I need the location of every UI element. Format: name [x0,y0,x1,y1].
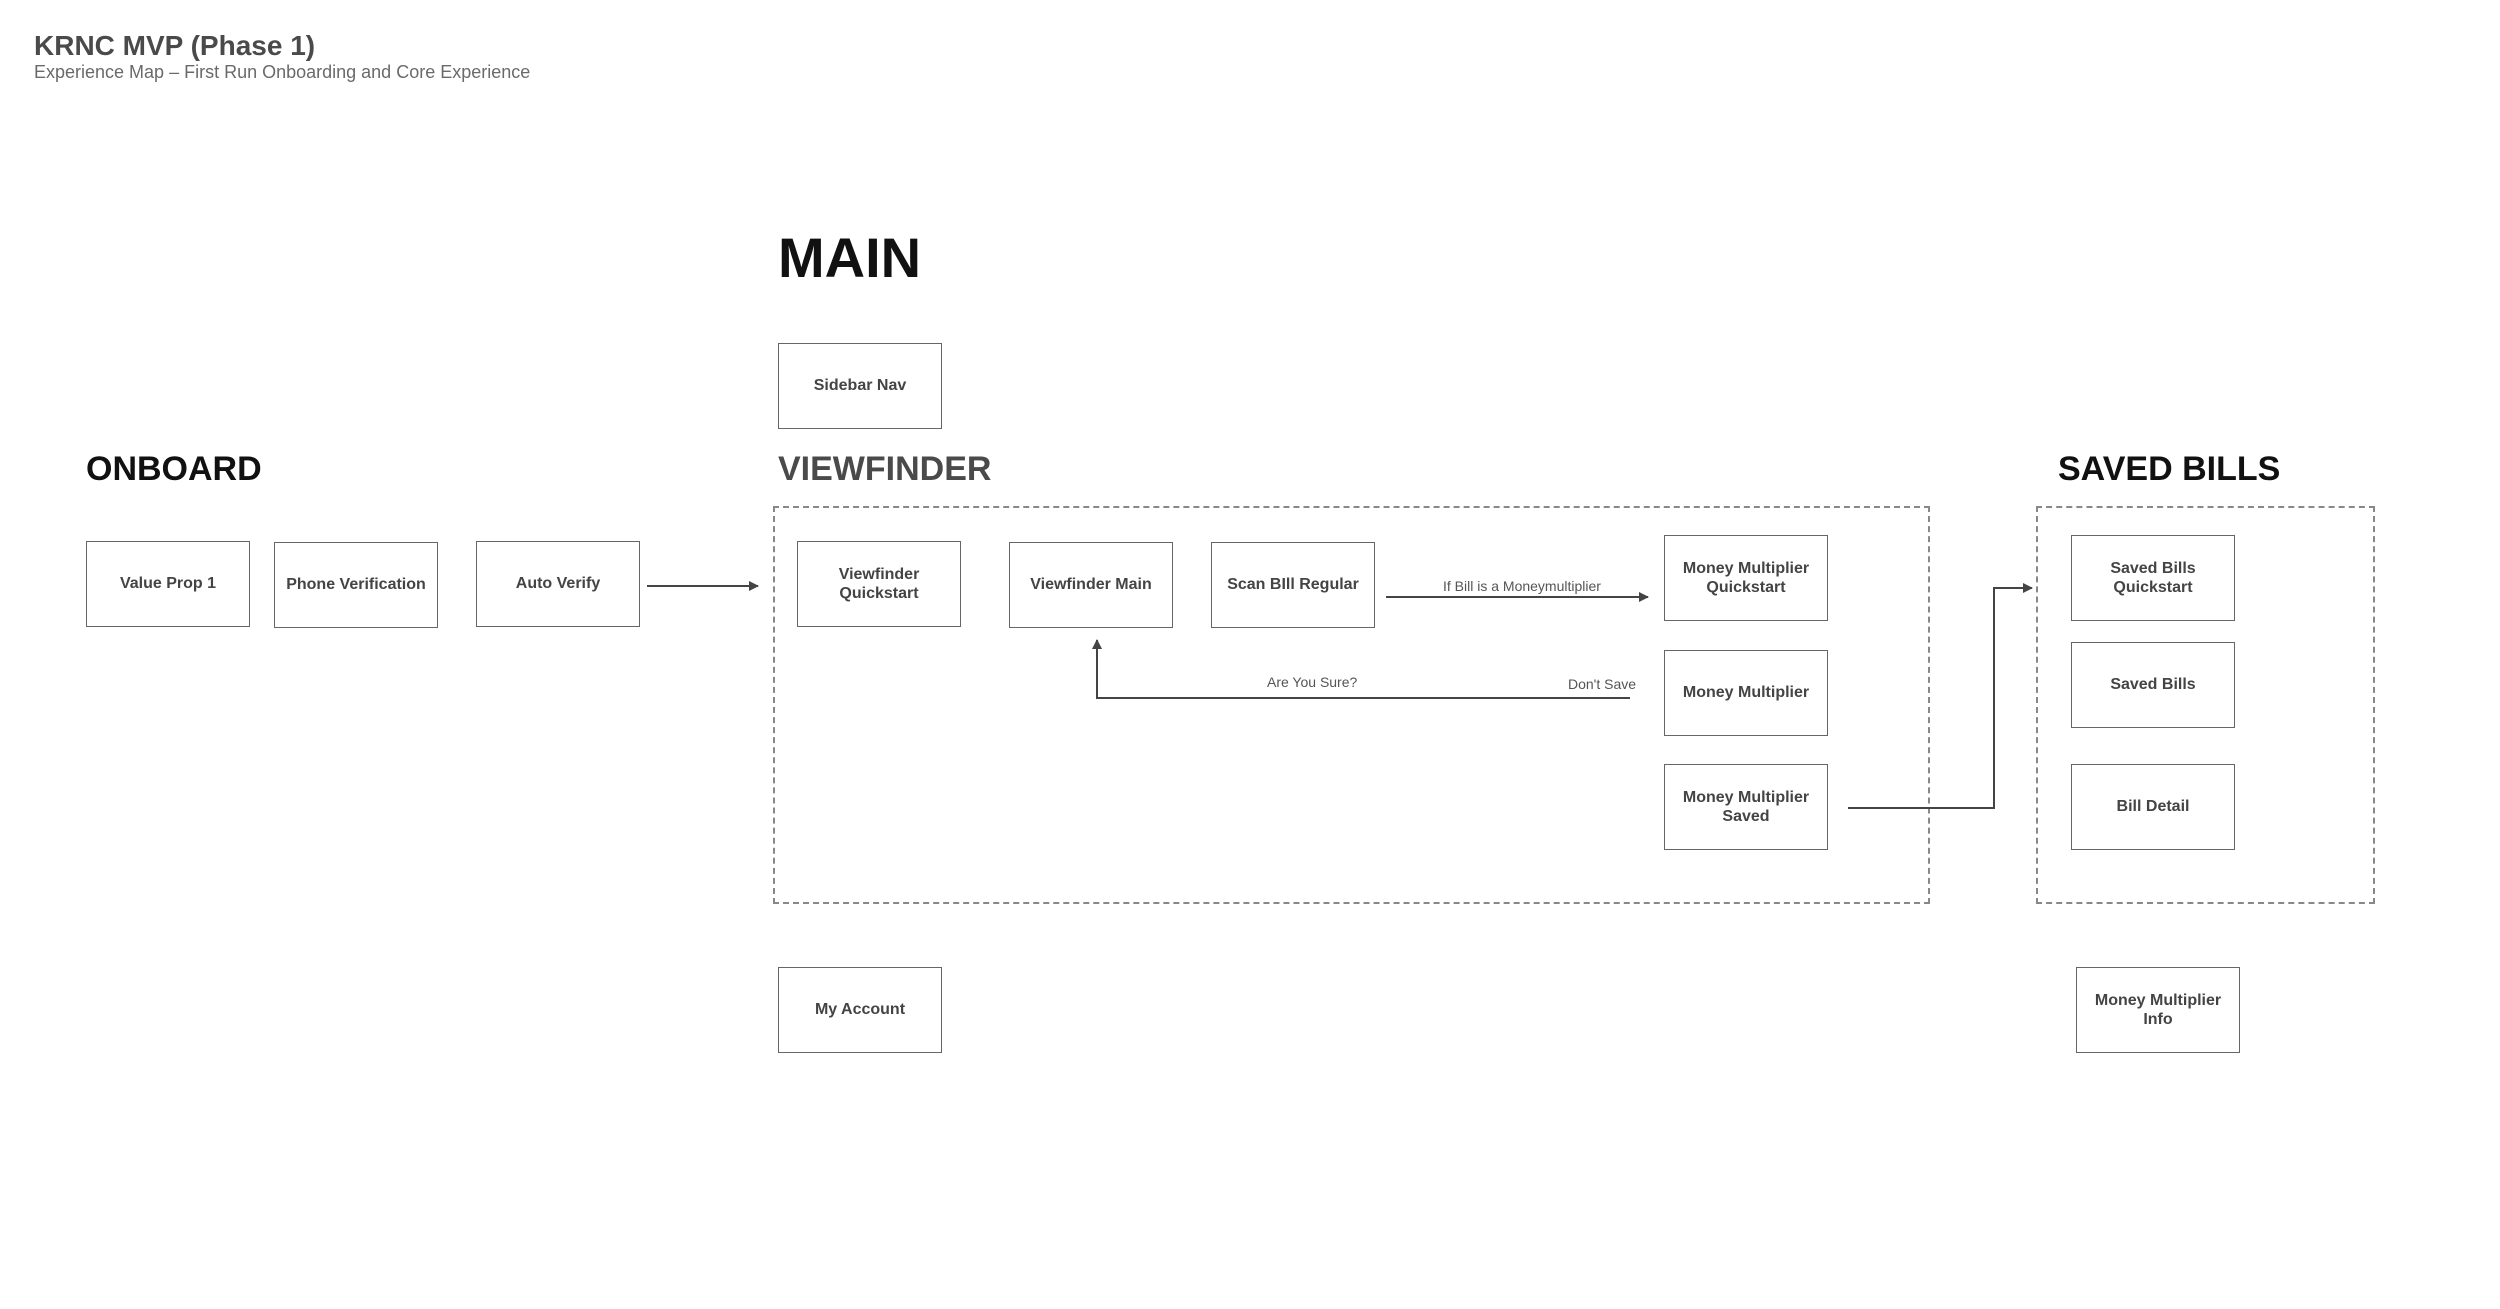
edge-saved-to-saved-bills [1848,583,2033,809]
section-heading-viewfinder: VIEWFINDER [778,450,992,488]
node-saved-bills-quickstart[interactable]: Saved Bills Quickstart [2071,535,2235,621]
node-money-multiplier-info[interactable]: Money Multiplier Info [2076,967,2240,1053]
edge-label-dont-save: Don't Save [1568,676,1637,692]
node-phone-verification[interactable]: Phone Verification [274,542,438,628]
edge-label-if-bill: If Bill is a Moneymultiplier [1443,578,1601,594]
page-title: KRNC MVP (Phase 1) [34,30,316,61]
section-heading-onboard: ONBOARD [86,450,262,488]
node-scan-bill-regular[interactable]: Scan BIll Regular [1211,542,1375,628]
section-heading-saved-bills: SAVED BILLS [2058,450,2281,488]
node-my-account[interactable]: My Account [778,967,942,1053]
node-bill-detail[interactable]: Bill Detail [2071,764,2235,850]
node-money-multiplier-saved[interactable]: Money Multiplier Saved [1664,764,1828,850]
viewfinder-region [773,506,1930,904]
node-saved-bills[interactable]: Saved Bills [2071,642,2235,728]
node-viewfinder-quickstart[interactable]: Viewfinder Quickstart [797,541,961,627]
page-subtitle: Experience Map – First Run Onboarding an… [34,62,531,82]
node-viewfinder-main[interactable]: Viewfinder Main [1009,542,1173,628]
edge-label-are-you-sure: Are You Sure? [1267,674,1358,690]
node-money-multiplier-quickstart[interactable]: Money Multiplier Quickstart [1664,535,1828,621]
node-sidebar-nav[interactable]: Sidebar Nav [778,343,942,429]
node-auto-verify[interactable]: Auto Verify [476,541,640,627]
section-heading-main: MAIN [778,226,922,289]
node-value-prop-1[interactable]: Value Prop 1 [86,541,250,627]
edge-dont-save-to-viewfinder-main [1092,639,1630,699]
node-money-multiplier[interactable]: Money Multiplier [1664,650,1828,736]
saved-bills-region [2036,506,2375,904]
